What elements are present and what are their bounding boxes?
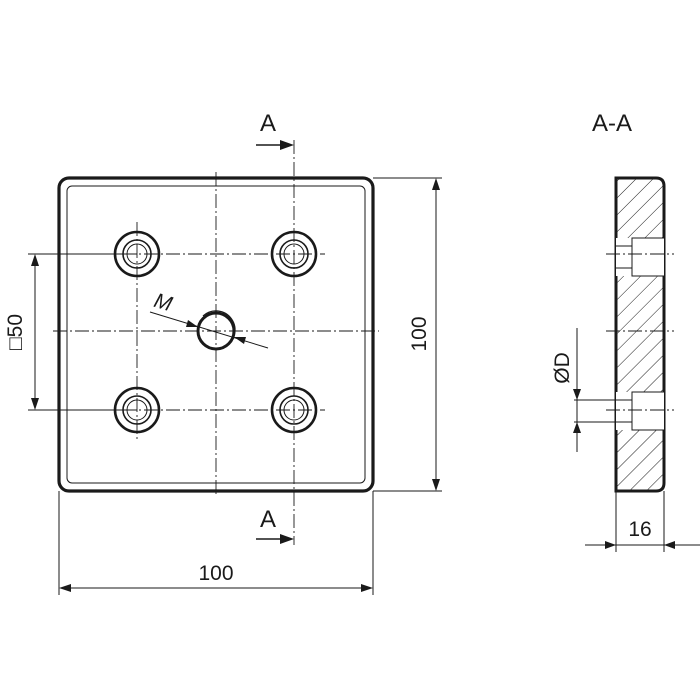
threaded-center-hole (196, 310, 236, 351)
section-counterbore-top (606, 237, 674, 277)
section-view: A-A ØD (551, 110, 700, 552)
width-dimension-label: 100 (198, 562, 233, 585)
height-dimension: 100 (373, 177, 442, 492)
section-marker-bottom: A (256, 506, 294, 544)
square-dimension-label: □50 (4, 314, 27, 350)
section-counterbore-bottom (606, 391, 674, 431)
section-marker-bottom-label: A (260, 506, 276, 533)
section-marker-top-label: A (260, 110, 276, 137)
front-view: M □50 100 100 (4, 110, 442, 595)
bore-dimension: ØD (551, 328, 616, 452)
section-marker-top: A (256, 110, 294, 150)
counterbore-hole-top-right (270, 230, 318, 278)
height-dimension-label: 100 (408, 316, 431, 351)
bore-dimension-label: ØD (551, 352, 574, 384)
thread-label: M (151, 289, 175, 316)
square-pattern-dimension: □50 (4, 253, 137, 411)
thickness-dimension: 16 (585, 491, 700, 552)
thread-callout: M (149, 289, 269, 349)
section-body (614, 176, 666, 493)
counterbore-hole-bottom-right (270, 386, 318, 434)
thickness-dimension-label: 16 (628, 518, 651, 541)
section-view-title: A-A (592, 110, 632, 137)
width-dimension: 100 (58, 491, 374, 595)
